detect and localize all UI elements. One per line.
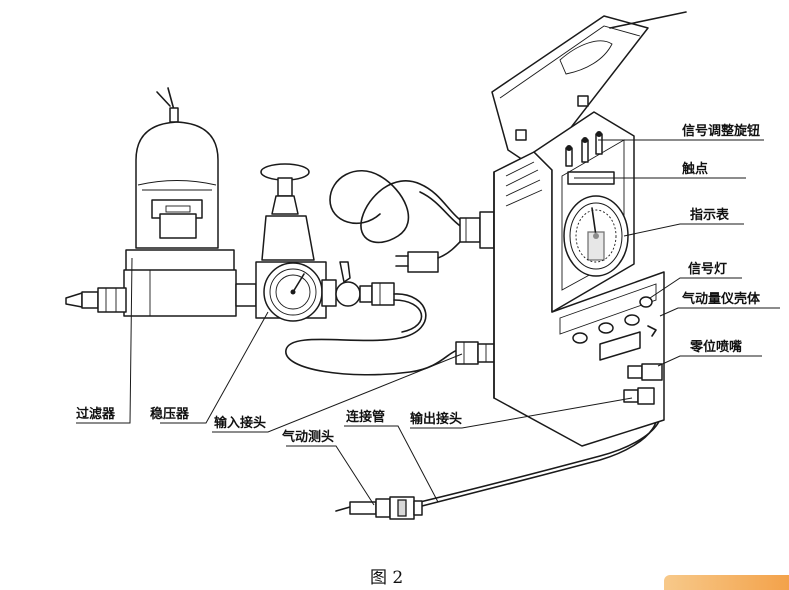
label-signal-knob: 信号调整旋钮	[682, 123, 760, 139]
regulator-unit	[255, 163, 395, 322]
label-connecting-tube: 连接管	[346, 409, 385, 425]
indicator-dial	[563, 195, 629, 277]
figure-caption: 图 2	[370, 568, 403, 588]
cable-gland	[459, 211, 495, 249]
label-indicator-gauge: 指示表	[690, 207, 730, 223]
label-zero-nozzle: 零位喷嘴	[689, 339, 742, 355]
label-input-connector: 输入接头	[214, 415, 266, 431]
watermark-badge	[664, 575, 789, 590]
label-signal-lamp: 信号灯	[688, 261, 727, 277]
label-contact: 触点	[681, 161, 708, 177]
filter-unit	[65, 87, 237, 317]
label-output-connector: 输出接头	[410, 411, 462, 427]
label-gauge-housing: 气动量仪壳体	[682, 291, 761, 307]
gauge-housing	[491, 11, 687, 447]
input-connector	[455, 341, 497, 365]
leader-lines	[76, 139, 780, 506]
label-air-probe: 气动测头	[282, 429, 334, 445]
signal-knobs	[565, 131, 603, 167]
label-filter: 过滤器	[76, 406, 116, 422]
air-probe	[335, 496, 423, 520]
label-regulator: 稳压器	[150, 406, 190, 422]
pipe-filter-regulator	[235, 283, 257, 307]
